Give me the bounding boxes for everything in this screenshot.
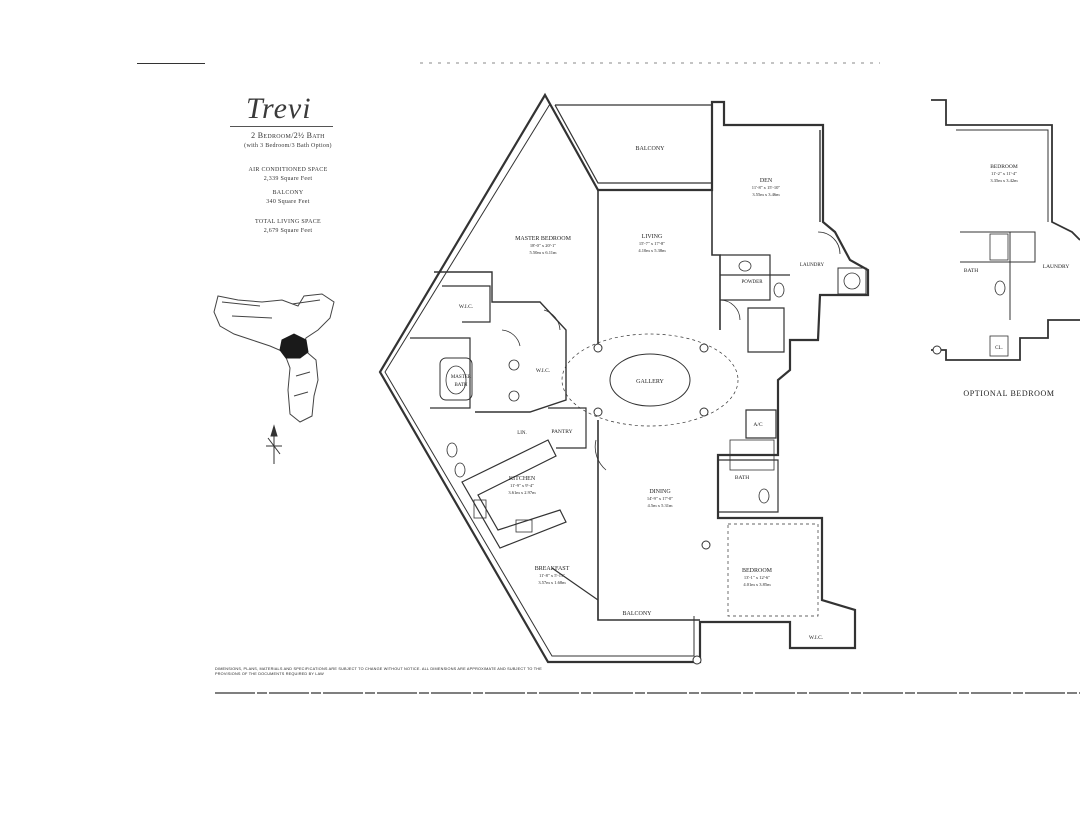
powder-wall [720,254,790,301]
ac-space-label: Air Conditioned Space [248,167,328,173]
plan-subtitle: 2 Bedroom/2½ Bath [251,131,325,140]
label-master-metric: 5.50m x 6.11m [529,250,557,255]
label-powder: POWDER [741,280,763,285]
plan-option-note: (with 3 Bedroom/3 Bath Option) [244,143,332,149]
dining-wall [597,420,700,621]
gallery-dashed-ring [561,333,739,427]
label-opt-bedroom-dims: 11'-2" x 11'-4" [991,171,1017,176]
label-wic-2: W.I.C. [536,368,551,374]
plan-title: Trevi [246,92,312,125]
bath-wall [718,459,779,513]
label-balcony-bottom: BALCONY [622,611,652,617]
optional-plan [931,99,1080,361]
label-opt-laundry: LAUNDRY [1043,264,1070,270]
outer-wall [378,92,870,664]
label-dining-metric: 4.5m x 5.31m [647,503,673,508]
label-opt-closet: CL. [995,346,1003,351]
den-wall [711,125,821,222]
balcony-value: 340 Square Feet [266,199,310,205]
optional-bedroom-caption: OPTIONAL BEDROOM [963,389,1054,398]
master-lower-wall [434,271,567,413]
gallery-oval [609,353,691,407]
label-den-metric: 3.55m x 3.46m [752,192,780,197]
label-bedroom-metric: 4.01m x 3.85m [743,582,771,587]
master-bath-wall [410,337,471,409]
bottom-balcony-wall [551,567,599,620]
outer-wall-inner-line [384,103,695,657]
label-opt-bedroom: BEDROOM [990,164,1018,170]
label-bath: BATH [735,475,749,481]
label-bedroom-dims: 13'-1" x 12'-6" [744,575,770,580]
label-dining: DINING [649,489,671,495]
label-pantry: PANTRY [551,429,572,435]
top-left-rule [137,63,205,64]
kitchen-counter [461,439,567,549]
label-kitchen-metric: 3.61m x 2.97m [508,490,536,495]
main-plan [378,92,870,665]
key-plan-icon [213,293,335,423]
wic-left-wall [442,285,491,323]
top-balcony-wall [554,104,712,184]
key-plan-unit-marker [279,333,309,359]
label-master-bath-1: MASTER [451,375,472,380]
label-breakfast-dims: 11'-8" x 5'-11" [539,573,565,578]
ac-space-value: 2,339 Square Feet [263,176,313,182]
label-dining-dims: 14'-9" x 17'-0" [647,496,673,501]
pantry-wall [548,407,587,449]
label-master-bath-2: BATH [454,383,467,388]
label-linen: LIN. [517,431,527,436]
label-ac: A/C [753,422,763,428]
label-kitchen: KITCHEN [509,476,536,482]
title-rule [230,126,333,127]
label-kitchen-dims: 11'-9" x 9'-4" [510,483,534,488]
label-bedroom: BEDROOM [742,568,773,574]
label-living-dims: 15'-7" x 17'-8" [639,241,665,246]
label-balcony-top: BALCONY [635,146,665,152]
label-master-dims: 18'-0" x 20'-1" [530,243,556,248]
label-breakfast-metric: 3.57m x 1.68m [538,580,566,585]
bathtub [439,357,473,401]
label-den-dims: 11'-8" x 15'-10" [752,185,781,190]
optional-outer-wall [931,99,1080,361]
total-space-label: Total Living Space [254,219,322,225]
label-opt-bedroom-metric: 3.35m x 3.42m [990,178,1018,183]
label-laundry: LAUNDRY [800,263,825,268]
label-den: DEN [760,178,773,184]
label-opt-bath: BATH [964,268,978,274]
north-arrow-icon [266,424,282,464]
living-wall [597,190,721,345]
label-gallery: GALLERY [636,379,664,385]
total-space-value: 2,679 Square Feet [263,228,313,234]
tub-basin [445,365,467,395]
balcony-label: Balcony [272,190,304,196]
label-wic-1: W.I.C. [459,304,474,310]
disclaimer-text: Dimensions, plans, materials and specifi… [215,667,542,676]
label-wic-3: W.I.C. [809,635,824,641]
label-master-bedroom: MASTER BEDROOM [515,236,572,242]
label-living: LIVING [642,234,663,240]
label-living-metric: 4.10m x 5.38m [638,248,666,253]
label-breakfast: BREAKFAST [535,566,570,572]
